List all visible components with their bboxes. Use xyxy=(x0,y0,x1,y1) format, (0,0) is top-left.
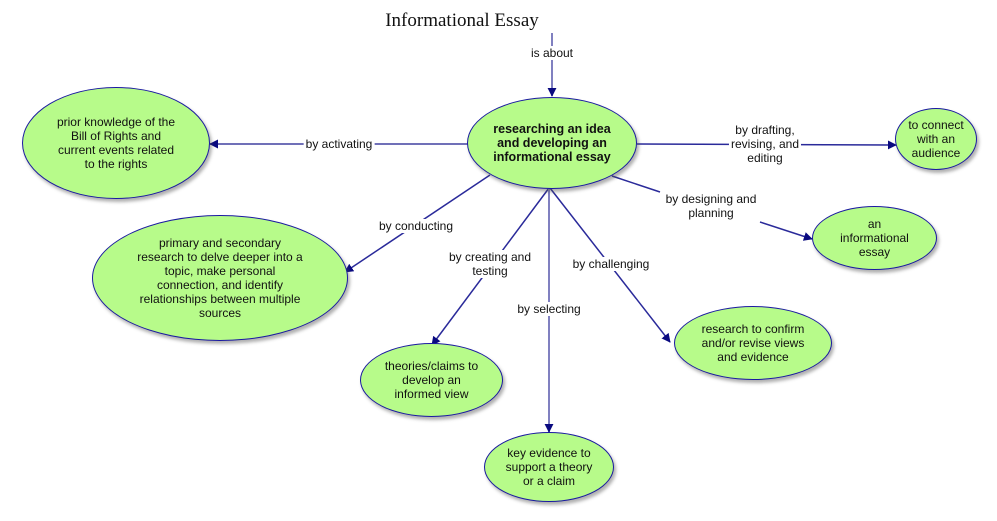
node-key-evidence[interactable]: key evidence to support a theory or a cl… xyxy=(484,432,614,502)
node-informational-essay-text: an informational essay xyxy=(840,217,909,259)
link-label-by-activating: by activating xyxy=(303,137,375,151)
line-by-designing-arrow xyxy=(759,221,813,241)
link-label-by-creating: by creating and testing xyxy=(446,250,534,278)
map-title: Informational Essay xyxy=(385,10,539,31)
link-label-by-challenging: by challenging xyxy=(570,257,652,271)
node-connect-audience[interactable]: to connect with an audience xyxy=(895,108,977,170)
line-by-designing xyxy=(611,175,661,193)
link-label-is-about: is about xyxy=(528,46,576,60)
node-theories-claims[interactable]: theories/claims to develop an informed v… xyxy=(360,343,503,417)
node-theories-claims-text: theories/claims to develop an informed v… xyxy=(384,359,479,401)
node-central-text: researching an idea and developing an in… xyxy=(493,122,611,164)
node-informational-essay[interactable]: an informational essay xyxy=(812,206,937,270)
node-central-concept[interactable]: researching an idea and developing an in… xyxy=(467,97,637,189)
link-label-by-selecting: by selecting xyxy=(515,302,583,316)
node-primary-research[interactable]: primary and secondary research to delve … xyxy=(92,215,348,341)
node-connect-audience-text: to connect with an audience xyxy=(908,118,964,160)
link-label-by-designing: by designing and planning xyxy=(663,192,759,220)
link-label-by-conducting: by conducting xyxy=(376,219,456,233)
node-primary-research-text: primary and secondary research to delve … xyxy=(137,236,303,320)
node-prior-knowledge[interactable]: prior knowledge of the Bill of Rights an… xyxy=(22,87,210,199)
node-confirm-revise[interactable]: research to confirm and/or revise views … xyxy=(674,306,832,380)
node-prior-knowledge-text: prior knowledge of the Bill of Rights an… xyxy=(56,115,176,171)
node-confirm-revise-text: research to confirm and/or revise views … xyxy=(701,322,805,364)
link-label-by-drafting: by drafting, revising, and editing xyxy=(728,123,802,165)
node-key-evidence-text: key evidence to support a theory or a cl… xyxy=(505,446,593,488)
